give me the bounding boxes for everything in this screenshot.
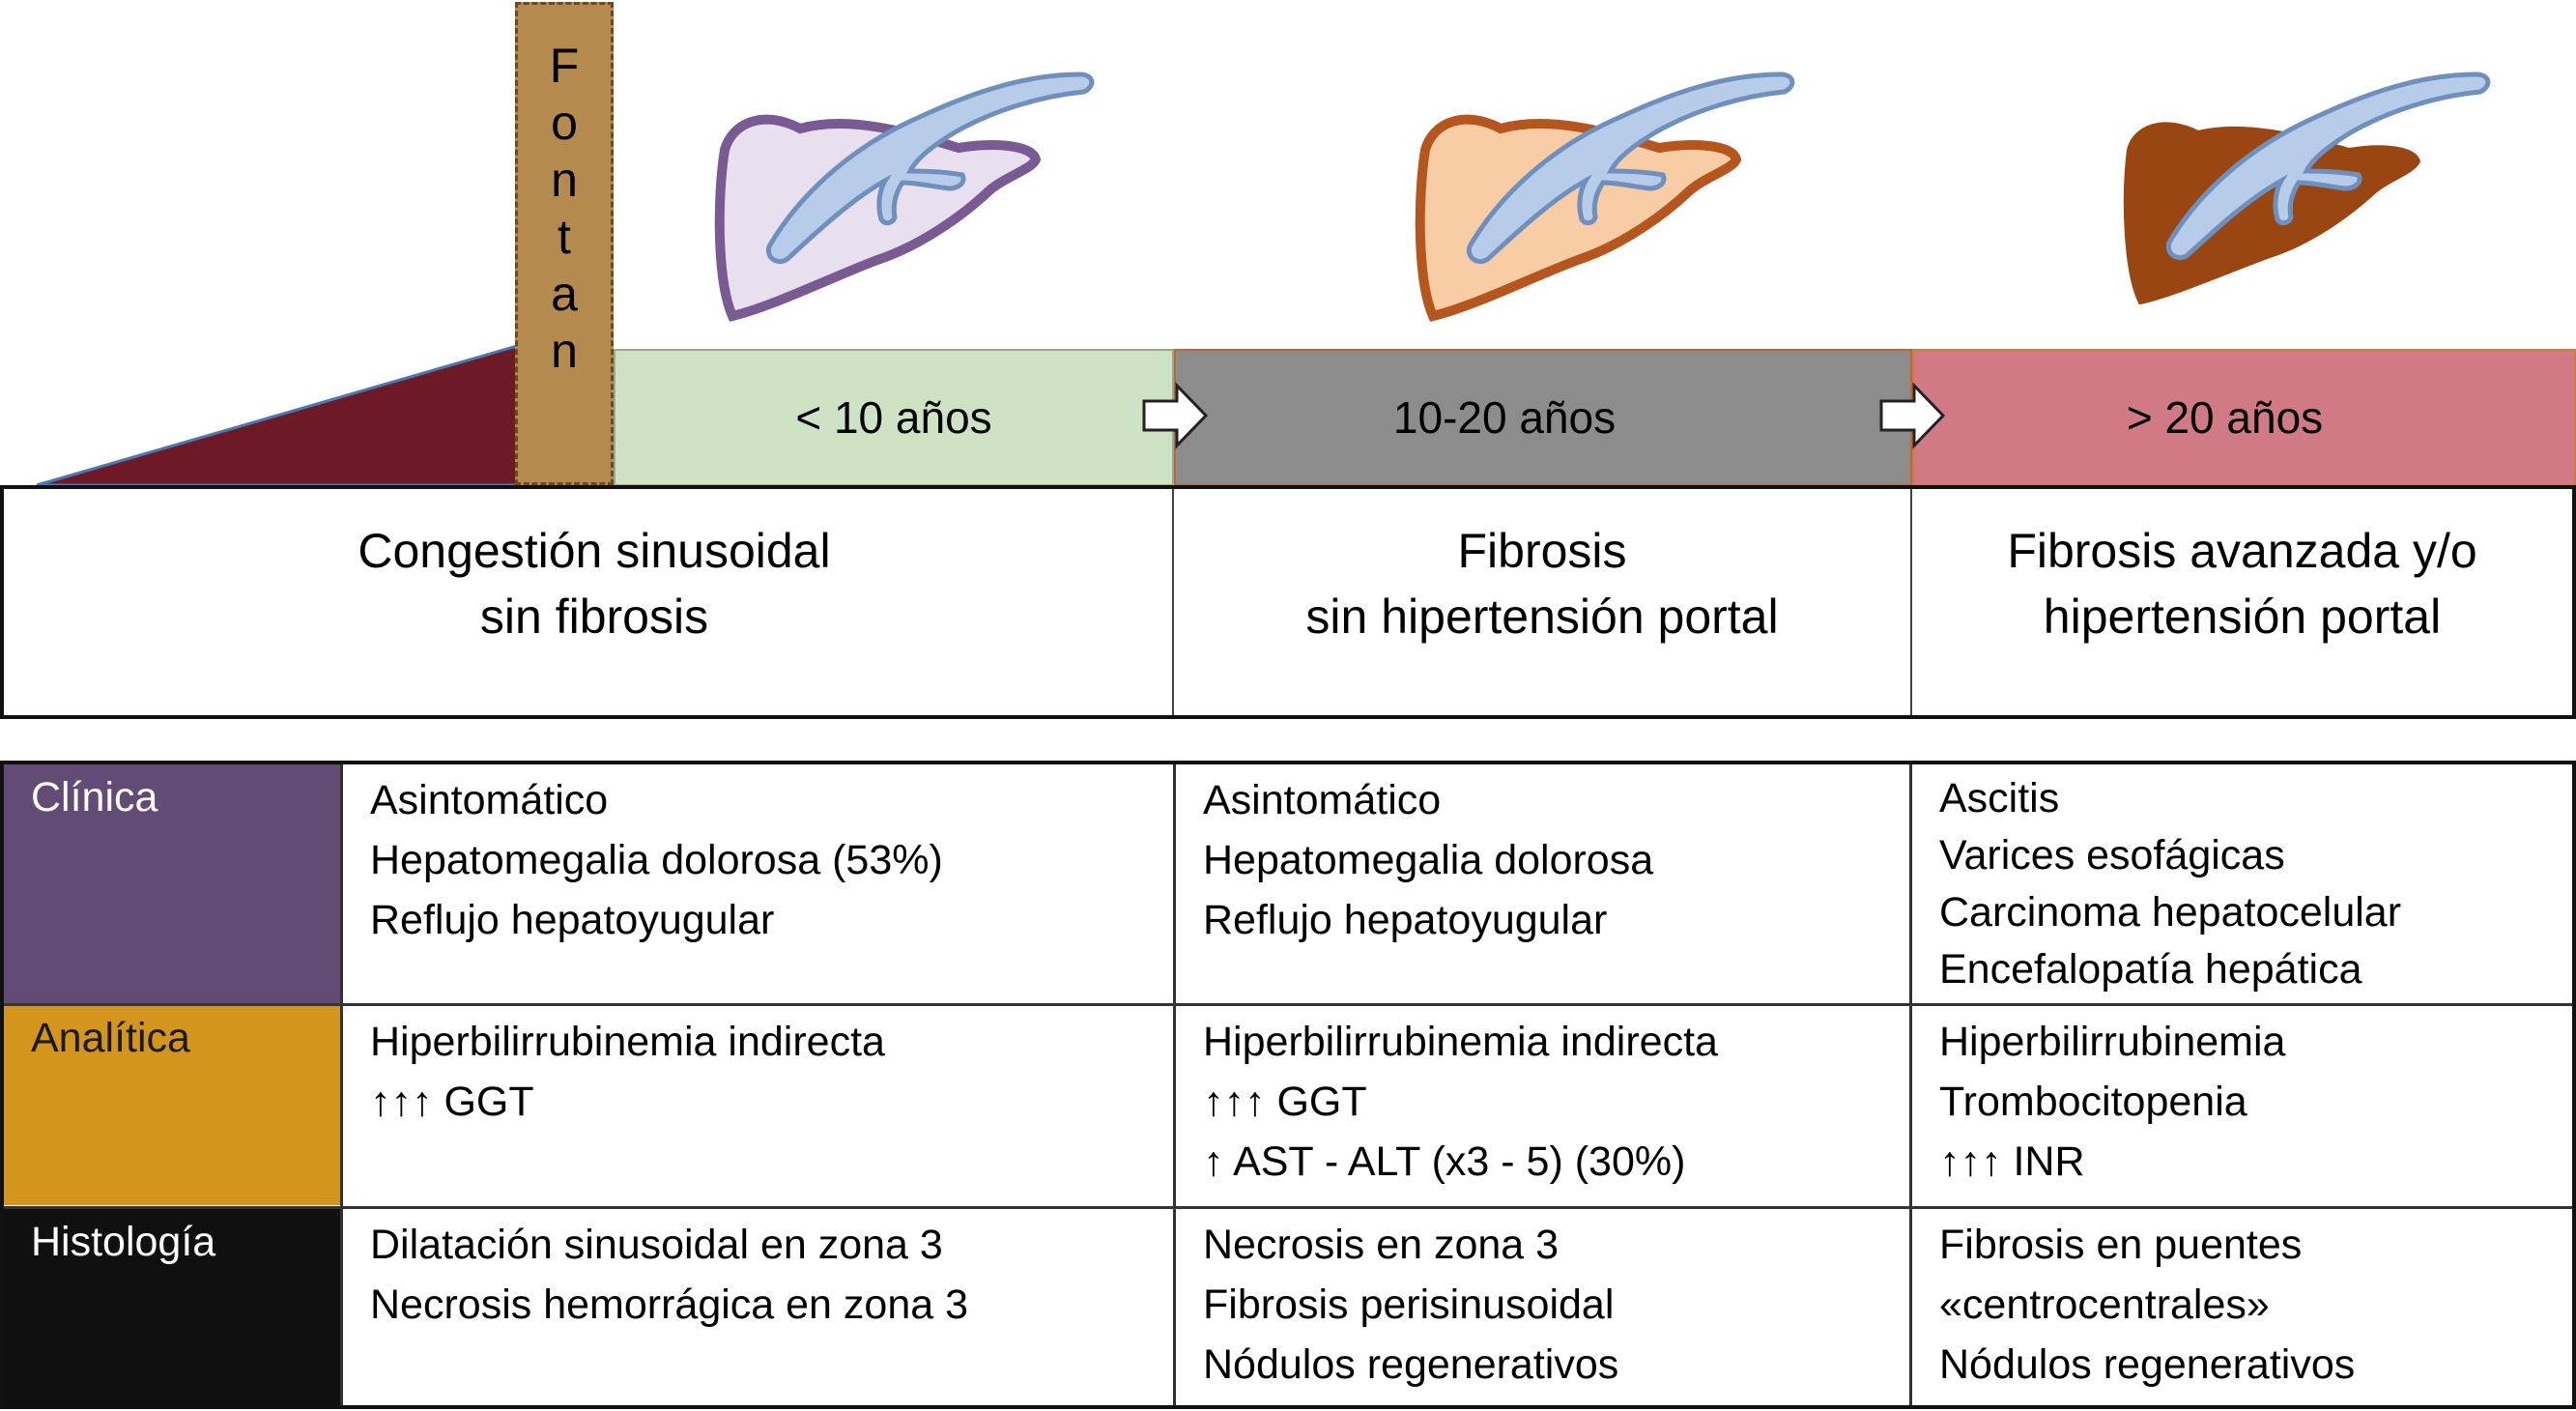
liver-icon-stage-2 [1415, 72, 1795, 322]
cell-histologia-stage-2: Necrosis en zona 3 Fibrosis perisinusoid… [1203, 1222, 1619, 1388]
arrow-icon-2 [1879, 382, 1946, 449]
row-label-histologia: Histología [4, 1209, 341, 1405]
divider [1910, 489, 1912, 715]
stage-description-3: Fibrosis avanzada y/o hipertensión porta… [2007, 524, 2477, 644]
liver-icon-stage-3 [2123, 72, 2491, 304]
stage-bar-3: > 20 años [1912, 349, 2576, 486]
stage-description-2: Fibrosis sin hipertensión portal [1305, 524, 1779, 644]
row-label-analitica: Analítica [4, 1005, 341, 1205]
stage-label-3: > 20 años [2126, 392, 2324, 443]
stage-description-box [0, 485, 2576, 719]
cell-clinica-stage-1: Asintomático Hepatomegalia dolorosa (53%… [370, 777, 943, 943]
cell-analitica-stage-3: Hiperbilirrubinemia Trombocitopenia ↑↑↑ … [1939, 1019, 2286, 1185]
stage-label-2: 10-20 años [1392, 392, 1617, 443]
stage-bar-1: < 10 años [614, 349, 1174, 486]
fontan-letter: n [551, 153, 578, 207]
stage-label-1: < 10 años [795, 392, 992, 443]
fontan-letter: t [558, 210, 571, 264]
stage-bar-2: 10-20 años [1174, 349, 1912, 486]
cell-analitica-stage-2: Hiperbilirrubinemia indirecta ↑↑↑ GGT ↑ … [1203, 1019, 1718, 1185]
column-divider [340, 764, 343, 1405]
findings-table [0, 761, 2576, 1409]
divider [1172, 489, 1174, 715]
liver-icon-stage-1 [714, 72, 1095, 322]
fontan-letter: o [551, 96, 578, 150]
cell-histologia-stage-1: Dilatación sinusoidal en zona 3 Necrosis… [370, 1222, 969, 1328]
fontan-letter: F [549, 39, 580, 93]
cell-analitica-stage-1: Hiperbilirrubinemia indirecta ↑↑↑ GGT [370, 1019, 885, 1125]
fontan-letter: a [551, 267, 578, 321]
cell-clinica-stage-3: Ascitis Varices esofágicas Carcinoma hep… [1939, 775, 2402, 993]
arrow-icon-1 [1142, 382, 1209, 449]
column-divider [1909, 764, 1912, 1405]
fontan-label: F o n t a n [515, 2, 614, 485]
column-divider [1173, 764, 1176, 1405]
cell-clinica-stage-2: Asintomático Hepatomegalia dolorosa Refl… [1203, 777, 1654, 943]
row-label-clinica: Clínica [4, 764, 341, 1003]
stage-description-1: Congestión sinusoidal sin fibrosis [358, 524, 831, 644]
row-divider [4, 1003, 2572, 1006]
cell-histologia-stage-3: Fibrosis en puentes «centrocentrales» Nó… [1939, 1222, 2356, 1388]
row-divider [4, 1206, 2572, 1209]
fontan-letter: n [551, 324, 578, 378]
progression-wedge [36, 344, 519, 487]
